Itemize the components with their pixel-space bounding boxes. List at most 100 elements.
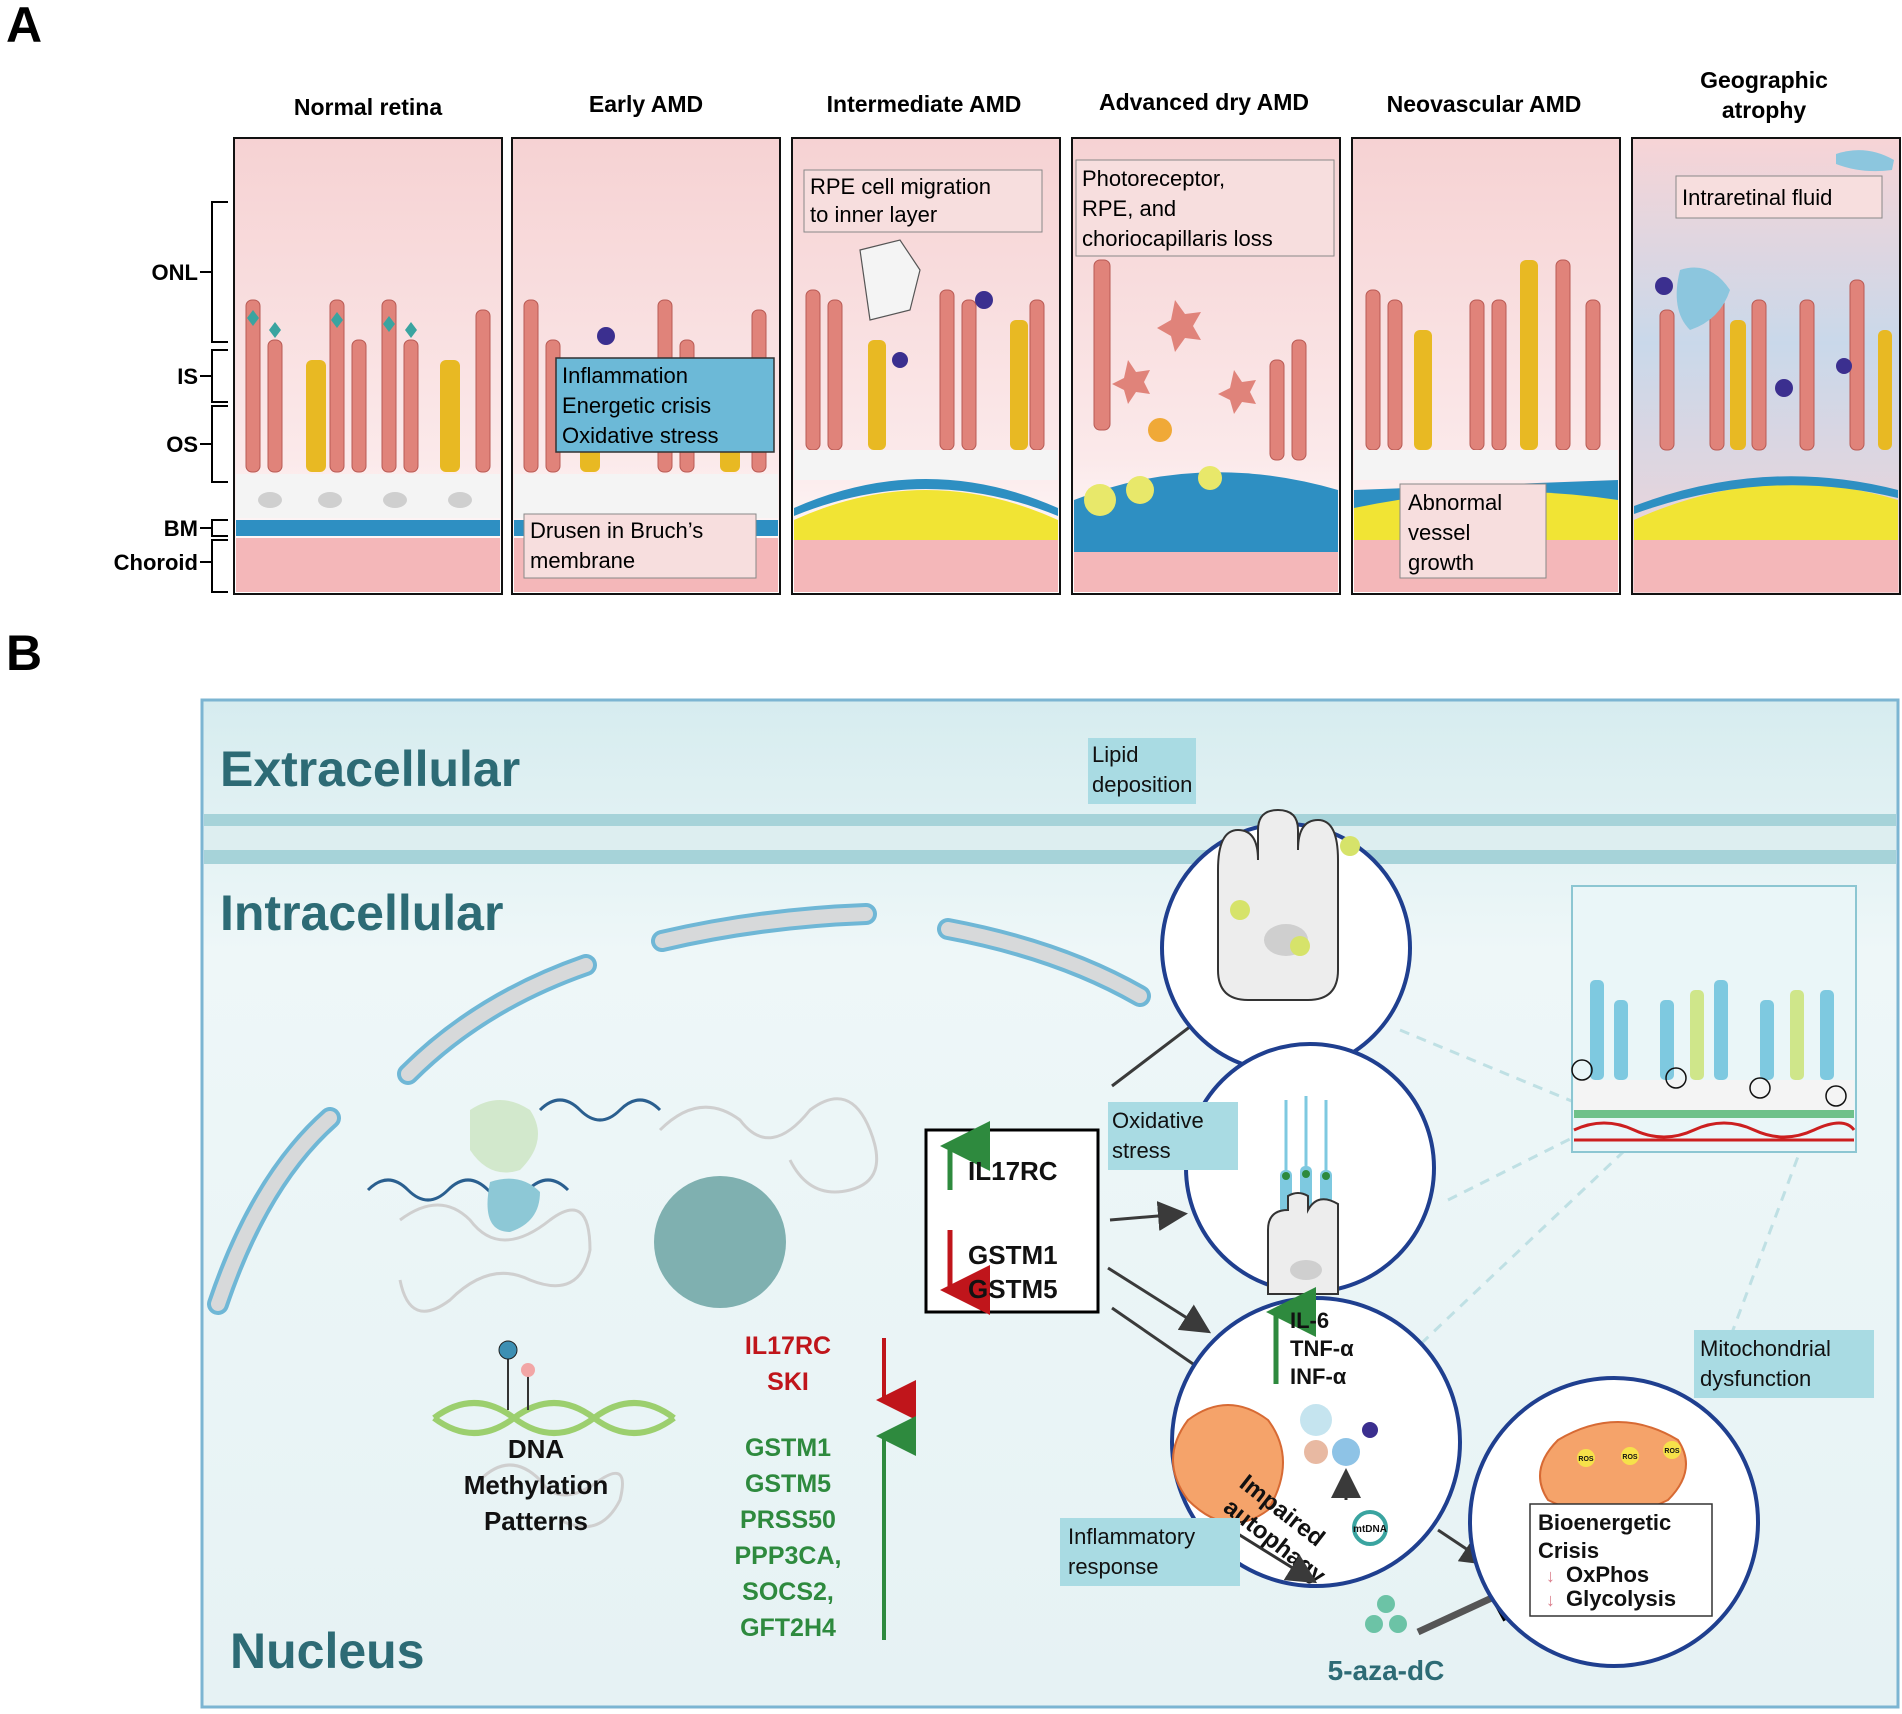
box-up-gene: IL17RC xyxy=(968,1156,1058,1186)
mitochondrial-circle: ROS ROS ROS Bioenergetic Crisis ↓ OxPhos… xyxy=(1468,1376,1760,1668)
ribosome-icon xyxy=(487,1178,540,1232)
layer-labels: ONL IS OS BM Choroid xyxy=(114,260,198,575)
inflammatory-line-2: response xyxy=(1068,1554,1159,1579)
layer-os: OS xyxy=(166,432,198,457)
callout-vessel-3: growth xyxy=(1408,550,1474,575)
callout-drusen-2: membrane xyxy=(530,548,635,573)
callout-energetic-crisis: Energetic crisis xyxy=(562,393,711,418)
title-geographic-atrophy-1: Geographic xyxy=(1700,67,1828,93)
intracellular-label: Intracellular xyxy=(220,885,503,941)
mito-large-icon xyxy=(1539,1421,1687,1516)
cell-membrane-mid xyxy=(204,826,1896,850)
gene-summary-box: IL17RC GSTM1 GSTM5 xyxy=(924,1121,1100,1315)
up-gene-gstm5: GSTM5 xyxy=(745,1470,831,1498)
layer-bm: BM xyxy=(164,516,198,541)
oxidative-label: Oxidative stress xyxy=(1108,1102,1238,1170)
oxidative-line-1: Oxidative xyxy=(1112,1108,1204,1133)
callout-vessel-2: vessel xyxy=(1408,520,1470,545)
callout-intraretinal-fluid: Intraretinal fluid xyxy=(1682,185,1832,210)
dna-line-2: Methylation xyxy=(464,1470,608,1500)
cell-membrane-inner xyxy=(204,850,1896,864)
title-intermediate-amd: Intermediate AMD xyxy=(827,91,1022,117)
intermediate-callout: RPE cell migration to inner layer xyxy=(803,169,1043,233)
oxphos-label: OxPhos xyxy=(1566,1562,1649,1587)
layer-is: IS xyxy=(177,364,198,389)
callout-vessel-1: Abnormal xyxy=(1408,490,1502,515)
drusen-callout: Drusen in Bruch’s membrane xyxy=(523,513,757,579)
glycolysis-arrow-icon: ↓ xyxy=(1546,1590,1555,1610)
panel-a-titles: Normal retina Early AMD Intermediate AMD… xyxy=(294,67,1828,123)
inhibition-line xyxy=(1416,1592,1498,1636)
lipid-deposition-circle xyxy=(1160,808,1412,1074)
box-down-gene-2: GSTM5 xyxy=(968,1274,1058,1304)
immune-cells-icon xyxy=(1300,1404,1378,1466)
title-advanced-dry-amd: Advanced dry AMD xyxy=(1099,89,1309,115)
title-neovascular-amd: Neovascular AMD xyxy=(1387,91,1582,117)
inflammatory-label: Inflammatory response xyxy=(1060,1518,1240,1586)
neovascular-callout: Abnormal vessel growth xyxy=(1399,483,1547,579)
drug-icon xyxy=(1365,1595,1407,1633)
dna-line-3: Patterns xyxy=(484,1506,588,1536)
ros-label-2: ROS xyxy=(1622,1454,1638,1461)
dna-methylation-icon xyxy=(432,1340,676,1436)
oxidative-line-2: stress xyxy=(1112,1138,1171,1163)
nucleus-label: Nucleus xyxy=(230,1623,425,1679)
callout-advanced-2: RPE, and xyxy=(1082,196,1176,221)
layer-brackets xyxy=(200,201,228,593)
panel-b-letter: B xyxy=(6,625,42,681)
mito-line-2: dysfunction xyxy=(1700,1366,1811,1391)
oxphos-arrow-icon: ↓ xyxy=(1546,1566,1555,1586)
callout-drusen-1: Drusen in Bruch’s xyxy=(530,518,703,543)
retina-inset xyxy=(1571,885,1857,1153)
callout-advanced-1: Photoreceptor, xyxy=(1082,166,1225,191)
bioenergetic-line-1: Bioenergetic xyxy=(1538,1510,1671,1535)
lipid-label: Lipid deposition xyxy=(1088,738,1196,804)
mitochondrion-icon xyxy=(1172,1404,1284,1524)
up-genes: GSTM1 GSTM5 PRSS50 PPP3CA, SOCS2, GFT2H4 xyxy=(735,1434,842,1642)
geographic-callout: Intraretinal fluid xyxy=(1675,175,1883,219)
panel-normal-retina xyxy=(233,137,503,595)
microglia-icon xyxy=(597,327,615,345)
bioenergetic-box xyxy=(1529,1503,1713,1617)
nucleolus-icon xyxy=(654,1176,786,1308)
ros-label-3: ROS xyxy=(1664,1448,1680,1455)
layer-onl: ONL xyxy=(152,260,198,285)
cytokine-inf: INF-α xyxy=(1290,1364,1347,1389)
mito-label: Mitochondrial dysfunction xyxy=(1694,1330,1874,1398)
up-gene-prss50: PRSS50 xyxy=(740,1506,836,1534)
ros-icons: ROS ROS ROS xyxy=(1577,1441,1681,1467)
chromatin-icon xyxy=(398,1097,879,1529)
title-early-amd: Early AMD xyxy=(589,91,703,117)
lipid-line-1: Lipid xyxy=(1092,742,1138,767)
callout-oxidative-stress: Oxidative stress xyxy=(562,423,719,448)
up-gene-ppp3ca: PPP3CA, xyxy=(735,1542,842,1570)
callout-rpe-migration-1: RPE cell migration xyxy=(810,174,991,199)
down-gene-il17rc: IL17RC xyxy=(745,1332,831,1360)
ros-label-1: ROS xyxy=(1578,1456,1594,1463)
up-gene-gft2h4: GFT2H4 xyxy=(740,1614,836,1642)
bioenergetic-line-2: Crisis xyxy=(1538,1538,1599,1563)
rna-polymerase-icon xyxy=(470,1100,538,1173)
box-down-gene-1: GSTM1 xyxy=(968,1240,1058,1270)
mito-line-1: Mitochondrial xyxy=(1700,1336,1831,1361)
down-genes: IL17RC SKI xyxy=(745,1332,831,1396)
callout-advanced-3: choriocapillaris loss xyxy=(1082,226,1273,251)
callout-inflammation: Inflammation xyxy=(562,363,688,388)
cytokine-tnf: TNF-α xyxy=(1290,1336,1354,1361)
extracellular-label: Extracellular xyxy=(220,741,520,797)
up-gene-gstm1: GSTM1 xyxy=(745,1434,831,1462)
cell-membrane-outer xyxy=(204,814,1896,826)
down-gene-ski: SKI xyxy=(767,1368,809,1396)
advanced-callout: Photoreceptor, RPE, and choriocapillaris… xyxy=(1075,159,1335,257)
glycolysis-label: Glycolysis xyxy=(1566,1586,1676,1611)
early-amd-callout: Inflammation Energetic crisis Oxidative … xyxy=(555,357,775,453)
callout-rpe-migration-2: to inner layer xyxy=(810,202,937,227)
mtdna-label: mtDNA xyxy=(1353,1524,1387,1535)
title-geographic-atrophy-2: atrophy xyxy=(1722,97,1807,123)
lipid-line-2: deposition xyxy=(1092,772,1192,797)
title-normal-retina: Normal retina xyxy=(294,94,442,120)
up-gene-socs2: SOCS2, xyxy=(742,1578,834,1606)
panel-a-letter: A xyxy=(6,0,42,53)
dna-methylation-label: DNA Methylation Patterns xyxy=(464,1434,608,1536)
